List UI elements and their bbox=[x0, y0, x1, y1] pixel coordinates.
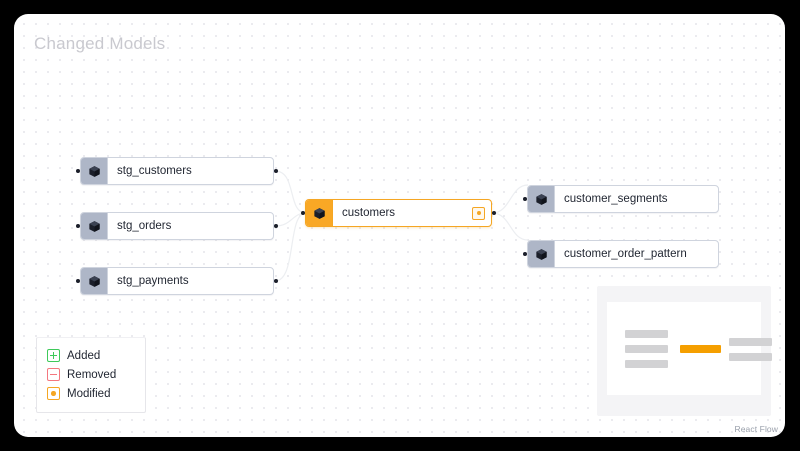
legend-item-removed: Removed bbox=[47, 365, 135, 384]
dot-square-icon bbox=[47, 387, 60, 400]
node-label: stg_orders bbox=[117, 220, 172, 232]
minimap-node-modified bbox=[680, 345, 721, 353]
node-handle-left[interactable] bbox=[76, 279, 80, 283]
status-badge-modified-icon bbox=[472, 206, 485, 220]
node-label: stg_payments bbox=[117, 275, 189, 287]
react-flow-attribution[interactable]: React Flow bbox=[734, 424, 778, 434]
cube-icon bbox=[306, 200, 333, 226]
node-handle-left[interactable] bbox=[523, 197, 527, 201]
legend-label: Added bbox=[67, 349, 101, 362]
node-handle-left[interactable] bbox=[76, 169, 80, 173]
graph-node-customers[interactable]: customers bbox=[301, 199, 496, 227]
minimap-node bbox=[729, 353, 772, 361]
node-handle-right[interactable] bbox=[274, 224, 278, 228]
cube-icon bbox=[81, 213, 108, 239]
minimap-node bbox=[729, 338, 772, 346]
page-title: Changed Models bbox=[34, 34, 166, 53]
minimap-node bbox=[625, 345, 668, 353]
minimap-node bbox=[625, 360, 668, 368]
minus-square-icon bbox=[47, 368, 60, 381]
legend-label: Removed bbox=[67, 368, 117, 381]
node-handle-right[interactable] bbox=[274, 279, 278, 283]
cube-icon bbox=[81, 268, 108, 294]
node-label: customers bbox=[342, 207, 396, 219]
flow-canvas[interactable]: Changed Models stg_customers bbox=[14, 14, 785, 437]
node-handle-left[interactable] bbox=[301, 211, 305, 215]
minimap-panel[interactable] bbox=[597, 286, 772, 416]
node-handle-left[interactable] bbox=[76, 224, 80, 228]
cube-icon bbox=[528, 241, 555, 267]
cube-icon bbox=[528, 186, 555, 212]
legend-label: Modified bbox=[67, 387, 111, 400]
graph-node-customer-order-pattern[interactable]: customer_order_pattern bbox=[523, 240, 719, 268]
legend-panel: Added Removed Modified bbox=[36, 337, 146, 413]
graph-node-stg-payments[interactable]: stg_payments bbox=[76, 267, 278, 295]
graph-node-stg-orders[interactable]: stg_orders bbox=[76, 212, 278, 240]
node-label: customer_segments bbox=[564, 193, 668, 205]
plus-square-icon bbox=[47, 349, 60, 362]
minimap-viewport[interactable] bbox=[607, 302, 772, 395]
minimap-node bbox=[625, 330, 668, 338]
legend-item-modified: Modified bbox=[47, 384, 135, 403]
legend-item-added: Added bbox=[47, 346, 135, 365]
node-handle-right[interactable] bbox=[274, 169, 278, 173]
node-handle-right[interactable] bbox=[492, 211, 496, 215]
graph-node-stg-customers[interactable]: stg_customers bbox=[76, 157, 278, 185]
node-label: customer_order_pattern bbox=[564, 248, 687, 260]
cube-icon bbox=[81, 158, 108, 184]
node-label: stg_customers bbox=[117, 165, 192, 177]
node-handle-left[interactable] bbox=[523, 252, 527, 256]
graph-node-customer-segments[interactable]: customer_segments bbox=[523, 185, 719, 213]
